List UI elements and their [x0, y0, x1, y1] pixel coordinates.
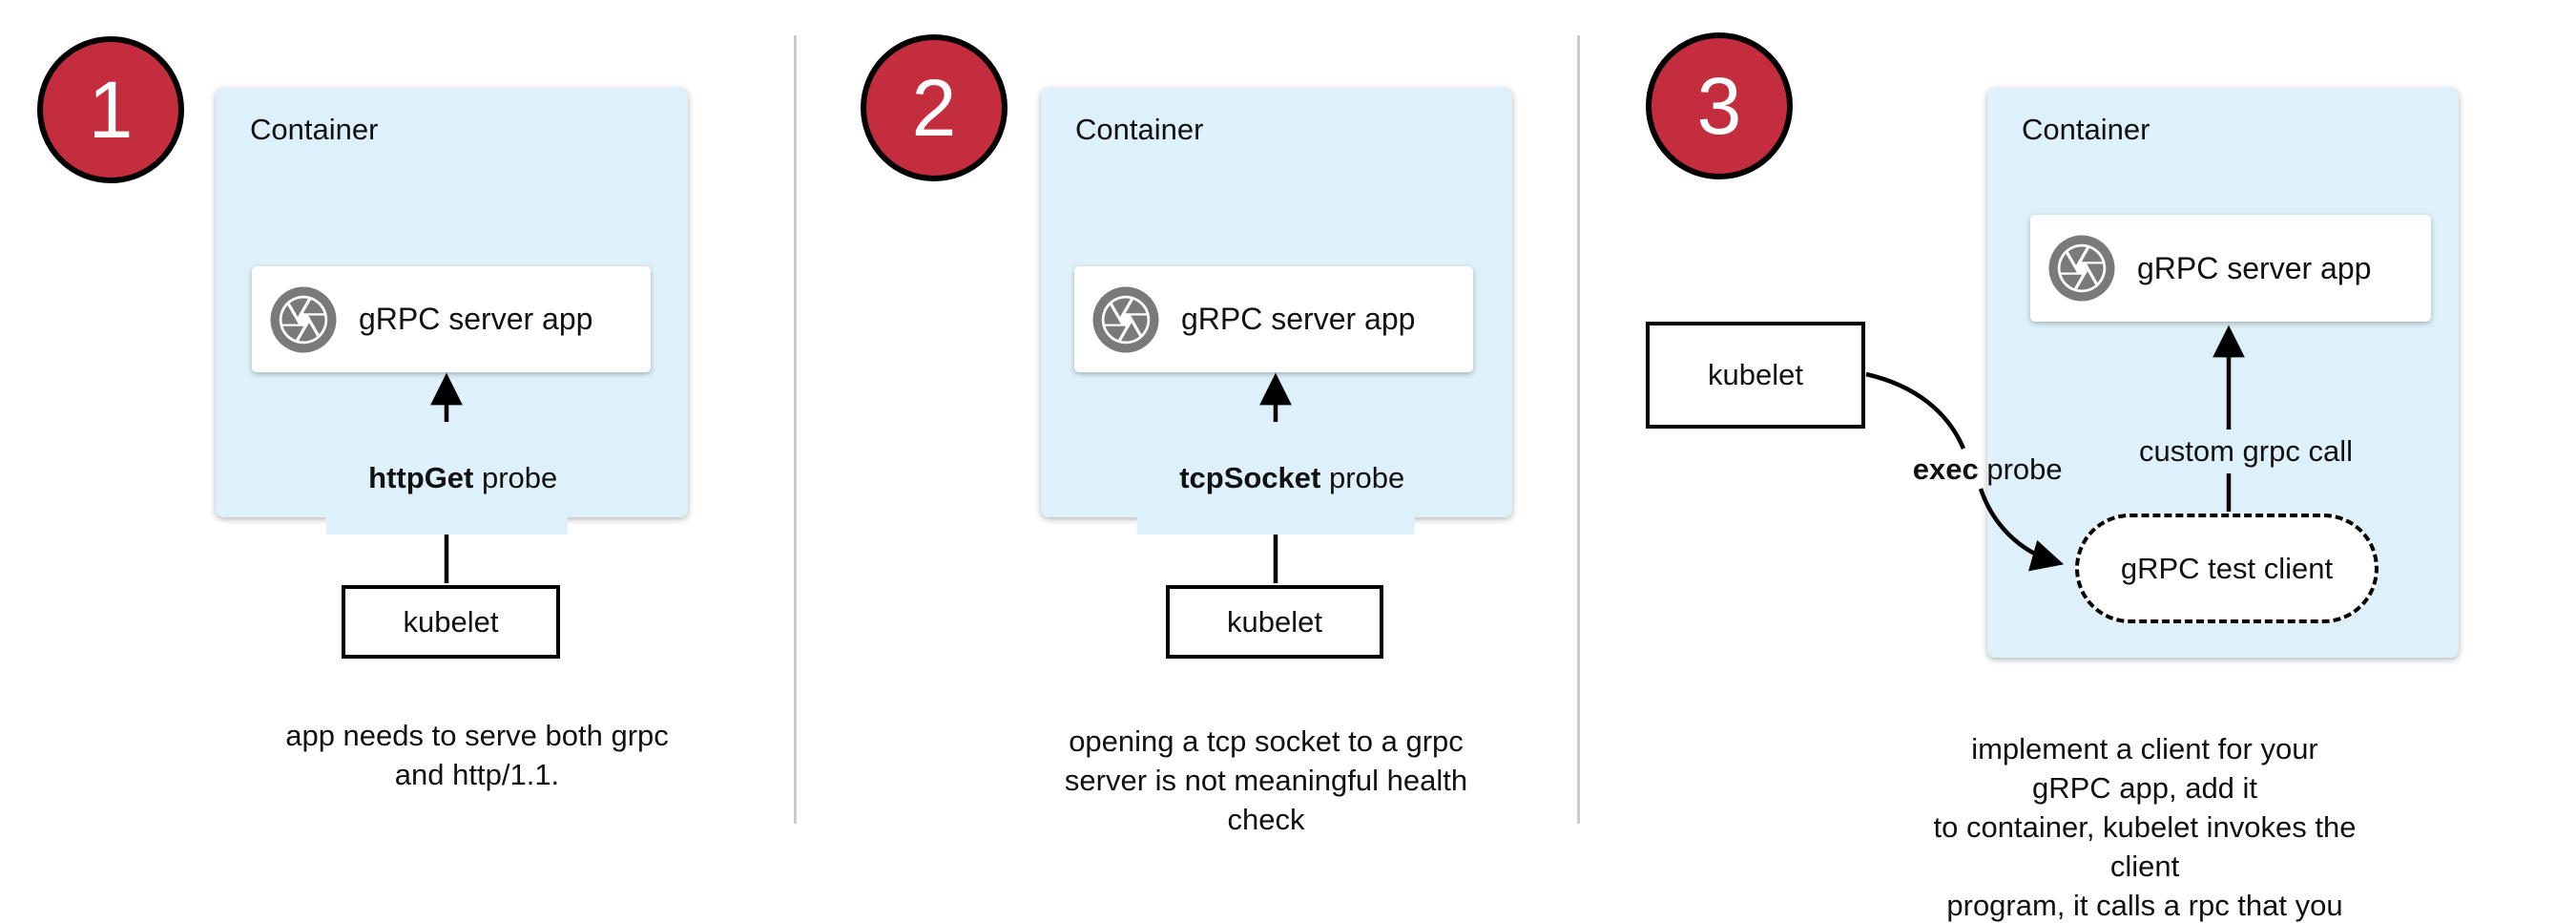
exec-probe-curve-upper — [1865, 371, 1966, 450]
grpc-test-client-label: gRPC test client — [2120, 551, 2334, 585]
panel-caption-1: app needs to serve both grpc and http/1.… — [285, 719, 669, 791]
grpc-server-app-label: gRPC server app — [2137, 250, 2372, 285]
kubelet-box-3: kubelet — [1646, 322, 1865, 429]
kubelet-box-1: kubelet — [342, 585, 560, 659]
step-number: 2 — [911, 63, 957, 153]
panel-separator-1 — [794, 35, 797, 824]
probe-keyword: httpGet — [368, 461, 474, 494]
step-number: 3 — [1696, 61, 1742, 151]
probe-keyword: exec — [1912, 452, 1979, 486]
kubelet-box-2: kubelet — [1166, 585, 1383, 659]
container-label: Container — [250, 113, 379, 146]
container-label: Container — [2022, 113, 2150, 146]
step-badge-2: 2 — [861, 34, 1008, 181]
httpget-probe-label: httpGet probe — [325, 422, 568, 535]
probe-keyword: tcpSocket — [1179, 461, 1321, 494]
probe-rest: probe — [1320, 461, 1405, 494]
kubelet-label: kubelet — [1227, 604, 1322, 639]
grpc-server-app-label: gRPC server app — [1181, 302, 1416, 336]
exec-probe-curve-lower — [1978, 488, 2065, 572]
grpc-server-app-box-3: gRPC server app — [2030, 215, 2431, 322]
kubelet-label: kubelet — [403, 604, 499, 639]
custom-grpc-call-label: custom grpc call — [2129, 430, 2362, 473]
aperture-icon — [2048, 235, 2115, 302]
aperture-icon — [270, 286, 337, 352]
kubelet-label: kubelet — [1708, 358, 1803, 391]
grpc-server-app-box-2: gRPC server app — [1074, 266, 1473, 372]
probe-rest: probe — [473, 461, 558, 494]
exec-probe-label: exec probe — [1880, 418, 2063, 521]
step-badge-3: 3 — [1646, 32, 1793, 179]
grpc-test-client-box: gRPC test client — [2075, 514, 2379, 623]
grpc-server-app-label: gRPC server app — [359, 302, 593, 336]
panel-caption-3: implement a client for your gRPC app, ad… — [1933, 732, 2357, 922]
tcpsocket-probe-label: tcpSocket probe — [1136, 422, 1415, 535]
aperture-icon — [1092, 286, 1159, 352]
panel-caption-2: opening a tcp socket to a grpc server is… — [1064, 724, 1468, 836]
step-number: 1 — [88, 65, 134, 155]
panel-separator-2 — [1577, 35, 1580, 824]
container-label: Container — [1075, 113, 1204, 146]
grpc-server-app-box-1: gRPC server app — [252, 266, 651, 372]
step-badge-1: 1 — [37, 36, 184, 183]
probe-rest: probe — [1978, 452, 2063, 486]
